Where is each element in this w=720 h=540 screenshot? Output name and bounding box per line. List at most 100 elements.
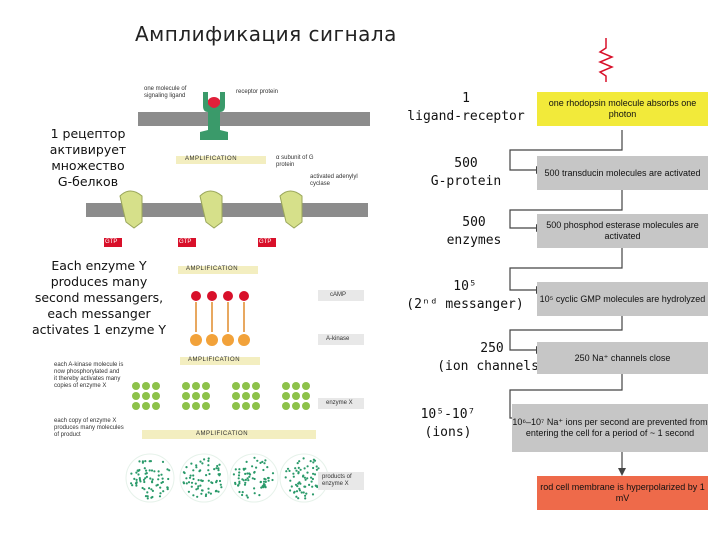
product-dot xyxy=(185,466,188,469)
product-dot xyxy=(148,487,151,490)
product-dot xyxy=(143,488,146,491)
product-dot xyxy=(260,486,263,489)
product-dot xyxy=(238,471,241,474)
product-dot xyxy=(220,486,223,489)
product-dot xyxy=(207,459,210,462)
product-dot xyxy=(190,462,193,465)
product-dot xyxy=(263,462,266,465)
product-dot xyxy=(138,460,141,463)
product-dot xyxy=(304,497,307,500)
product-dot xyxy=(207,457,210,460)
cell-membrane-top xyxy=(138,112,370,126)
product-dot xyxy=(311,485,314,488)
cascade-step-ions: 10⁶–10⁷ Na⁺ ions per second are prevente… xyxy=(512,404,708,452)
receptor-note-line: G-белков xyxy=(57,174,119,189)
product-dot xyxy=(256,459,259,462)
product-dot xyxy=(211,481,214,485)
g-protein-icons xyxy=(104,190,303,247)
product-dot xyxy=(297,482,300,485)
product-dot xyxy=(199,469,202,472)
product-dot xyxy=(264,480,267,483)
product-dot xyxy=(253,470,256,474)
product-dot xyxy=(195,466,198,469)
product-dot xyxy=(205,493,208,496)
product-dot xyxy=(241,491,244,494)
product-dot xyxy=(253,487,256,490)
product-dot xyxy=(135,471,138,474)
product-dot xyxy=(142,478,146,481)
enzyme-x-label: enzyme X xyxy=(326,400,353,406)
product-dot xyxy=(150,488,153,491)
product-dot xyxy=(242,467,245,470)
gtp-label: GTP xyxy=(105,239,118,245)
product-dot xyxy=(251,465,254,468)
product-dot xyxy=(138,477,141,480)
product-dot xyxy=(192,474,195,477)
product-dot xyxy=(217,467,220,470)
middle-desc: (2ⁿᵈ messanger) xyxy=(406,297,524,312)
product-dot xyxy=(262,480,266,483)
product-dot xyxy=(258,494,261,497)
product-dot xyxy=(188,476,192,479)
cascade-step-transducin: 500 transducin molecules are activated xyxy=(537,156,708,190)
product-dot xyxy=(267,479,270,482)
product-dot xyxy=(234,481,237,484)
product-dot xyxy=(311,477,314,481)
product-dot xyxy=(286,467,290,470)
middle-desc: (ions) xyxy=(424,425,472,440)
product-dot xyxy=(135,481,138,484)
product-dot xyxy=(158,495,162,498)
product-dot xyxy=(243,483,247,486)
product-dot xyxy=(218,479,222,483)
product-dot xyxy=(182,471,185,474)
product-dot xyxy=(130,472,133,475)
product-dot xyxy=(141,486,144,490)
product-dot xyxy=(253,456,256,459)
product-dot xyxy=(271,472,275,475)
product-dot xyxy=(312,466,315,470)
product-dot xyxy=(207,479,210,482)
product-dot xyxy=(138,478,142,481)
product-dot xyxy=(159,486,162,489)
product-dot xyxy=(194,482,197,485)
middle-count: 500 xyxy=(454,156,478,171)
product-dot xyxy=(160,473,163,476)
product-dot xyxy=(190,481,194,484)
enzyme-x-label-box xyxy=(318,398,364,409)
middle-desc: G-protein xyxy=(430,174,502,189)
product-dot xyxy=(192,469,195,472)
enzyme-note-line: Each enzyme Y xyxy=(51,258,147,273)
product-dot xyxy=(244,467,247,470)
product-dot xyxy=(185,482,188,485)
product-dot xyxy=(237,474,241,477)
product-dot xyxy=(196,487,199,490)
middle-count: 250 xyxy=(480,341,504,356)
product-dot xyxy=(304,478,307,481)
product-dot xyxy=(199,460,202,463)
cascade-step-cgmp: 10⁵ cyclic GMP molecules are hydrolyzed xyxy=(537,282,708,316)
product-dot xyxy=(161,460,165,463)
camp-label: cAMP xyxy=(330,292,347,298)
product-dot xyxy=(317,467,320,470)
product-dot xyxy=(310,476,313,479)
product-dot xyxy=(306,465,309,468)
product-dot xyxy=(264,459,267,462)
product-dot xyxy=(187,481,191,484)
product-dot xyxy=(161,477,164,480)
product-dot xyxy=(238,490,241,494)
product-dot xyxy=(148,469,151,472)
cascade-step-hyperpolarized: rod cell membrane is hyperpolarized by 1… xyxy=(537,476,708,510)
kinase-note: each A-kinase molecule is now phosphoryl… xyxy=(54,362,124,389)
product-dot xyxy=(201,462,204,465)
cascade-step-phosphodiesterase: 500 phosphod esterase molecules are acti… xyxy=(537,214,708,248)
product-dot xyxy=(303,467,306,470)
product-dot xyxy=(271,478,274,482)
product-dot xyxy=(216,464,219,468)
product-dot xyxy=(189,474,192,477)
product-dot xyxy=(308,483,311,486)
product-dot xyxy=(313,459,317,462)
product-dot xyxy=(247,479,250,482)
arrow-3 xyxy=(509,248,623,291)
product-dot xyxy=(203,458,206,461)
